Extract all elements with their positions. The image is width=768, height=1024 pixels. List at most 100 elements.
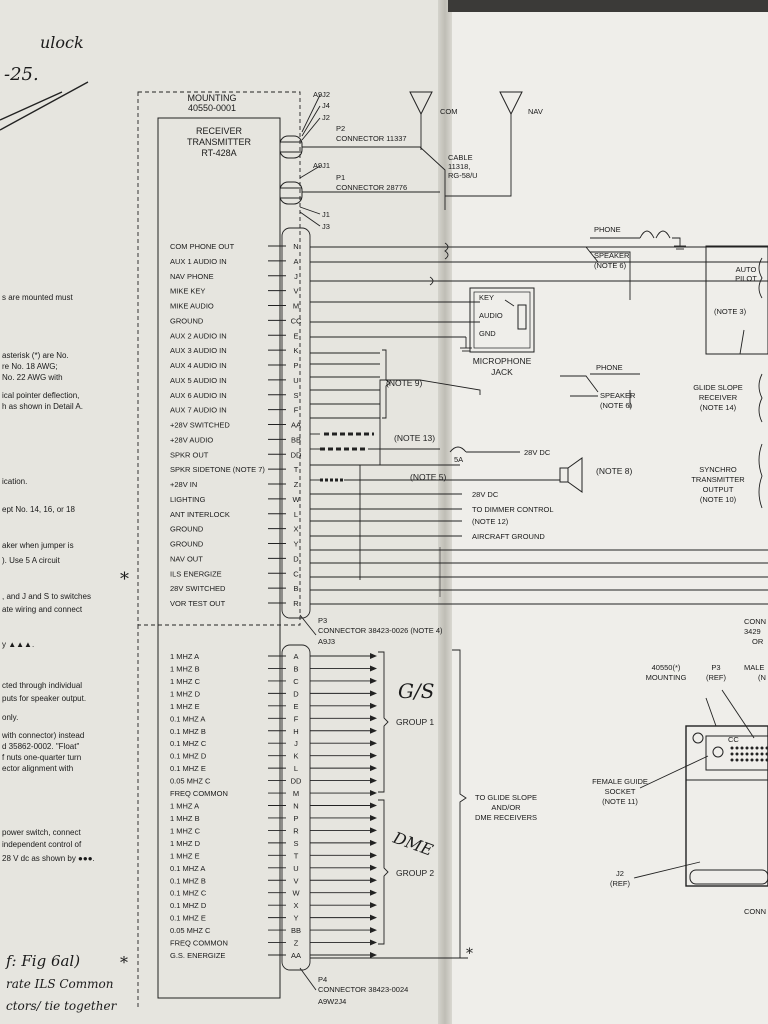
wire-arrow [370,715,377,722]
wire-arrow [370,902,377,909]
pin-signal-label: 0.1 MHZ A [170,864,205,873]
left-note-line: only. [2,713,18,722]
wire-arrow [370,752,377,759]
pin-id: R [293,599,299,608]
asterisk-mark: * [120,569,129,590]
pin-signal-label: 1 MHZ C [170,826,201,835]
unit-line3: RT-428A [201,148,236,158]
label-p4-conn: CONNECTOR 38423-0024 [318,985,408,994]
speaker1-label: SPEAKER [594,251,630,260]
group1-label: GROUP 1 [396,717,434,727]
handwriting-bottom3: ctors/ tie together [6,999,118,1013]
handwriting-gs: G/S [398,679,434,703]
wire-arrow [370,889,377,896]
pin-id: X [293,901,298,910]
pin-signal-label: 0.1 MHZ B [170,876,206,885]
pin-id: E [293,331,298,340]
pin-signal-label: +28V AUDIO [170,435,213,444]
pin-id: R [293,826,299,835]
left-note-line: with connector) instead [1,731,84,740]
connector-pin-dot [730,752,734,756]
pin-id: D [293,554,299,563]
pin-id: S [293,839,298,848]
label-p3-conn: CONNECTOR 38423-0026 (NOTE 4) [318,626,443,635]
glide-label2: RECEIVER [699,393,738,402]
pin-id: T [294,465,299,474]
wire-arrow [370,864,377,871]
pin-id: B [293,664,298,673]
pin-id: J [294,272,298,281]
pin-signal-label: +28V IN [170,480,197,489]
wire-arrow [370,702,377,709]
pin-id: U [293,376,298,385]
label-p3: P3 [318,616,327,625]
left-note-line: re No. 18 AWG; [2,362,58,371]
wire-arrow [370,740,377,747]
synchro-label2: TRANSMITTER [691,475,745,484]
note9-label: (NOTE 9) [386,378,423,388]
connector-pin-dot [730,758,734,762]
female-label3: (NOTE 11) [602,797,638,806]
label-a9w2j4: A9W2J4 [318,997,346,1006]
note13-label: (NOTE 13) [394,433,435,443]
conn-label3: OR [752,637,764,646]
cable-label2: 11318, [448,162,470,171]
wire-arrow [370,690,377,697]
glide-label3: (NOTE 14) [700,403,737,412]
handwriting-stroke [0,81,89,131]
pin-id: H [293,727,298,736]
connector-pin-dot [760,758,764,762]
conn-label1: CONN [744,617,766,626]
wire-arrow [370,839,377,846]
left-note-line: puts for speaker output. [2,694,86,703]
pin-id: C [293,677,299,686]
handwriting-top: ulock [40,33,84,52]
pin-id: Y [293,914,298,923]
unit-line2: TRANSMITTER [187,137,251,147]
pin-id: DD [291,777,302,786]
left-note-line: y ▲▲▲. [2,640,34,649]
wire-arrow [370,677,377,684]
female-label2: SOCKET [605,787,636,796]
label-j1: J1 [322,210,330,219]
pin-signal-label: GROUND [170,316,204,325]
pin-id: Z [294,939,299,948]
connector-pin-dot [745,746,749,750]
pin-signal-label: FREQ COMMON [170,789,228,798]
pin-id: U [293,864,298,873]
pin-signal-label: SPKR OUT [170,450,209,459]
pin-signal-label: LIGHTING [170,495,206,504]
synchro-label4: (NOTE 10) [700,495,737,504]
label-p2-conn: CONNECTOR 11337 [336,134,407,143]
mounting-label: MOUNTING [188,93,237,103]
to-glide-label1: TO GLIDE SLOPE [475,793,537,802]
pin-signal-label: COM PHONE OUT [170,242,235,251]
label-p1: P1 [336,173,345,182]
pin-signal-label: ILS ENERGIZE [170,569,222,578]
cc-label: CC [728,735,739,744]
connector-pin-dot [755,752,759,756]
scan-edge-shadow [448,0,768,12]
pin-id: DD [291,450,302,459]
connector-pin-dot [745,752,749,756]
mount-label1: 40550(*) [652,663,681,672]
p3ref-label1: P3 [711,663,720,672]
pin-signal-label: 0.1 MHZ E [170,914,206,923]
pin-signal-label: 0.1 MHZ C [170,739,207,748]
wire-arrow [370,665,377,672]
mounting-outline [137,91,301,626]
connector-pin-dot [750,746,754,750]
v28dc-label: 28V DC [524,448,551,457]
note8-label: (NOTE 8) [596,466,633,476]
com-antenna-icon [409,91,433,150]
left-note-line: ical pointer deflection, [2,391,79,400]
pin-signal-label: 1 MHZ C [170,677,201,686]
label-a9j1: A9J1 [313,161,330,170]
connector-pin-dot [735,752,739,756]
to-glide-label3: DME RECEIVERS [475,813,537,822]
book-spine [438,0,452,1024]
pin-signal-label: MIKE KEY [170,287,205,296]
pin-signal-label: 1 MHZ B [170,814,200,823]
pin-id: D [293,689,299,698]
handwriting-bottom1: f: Fig 6al) [5,952,80,970]
